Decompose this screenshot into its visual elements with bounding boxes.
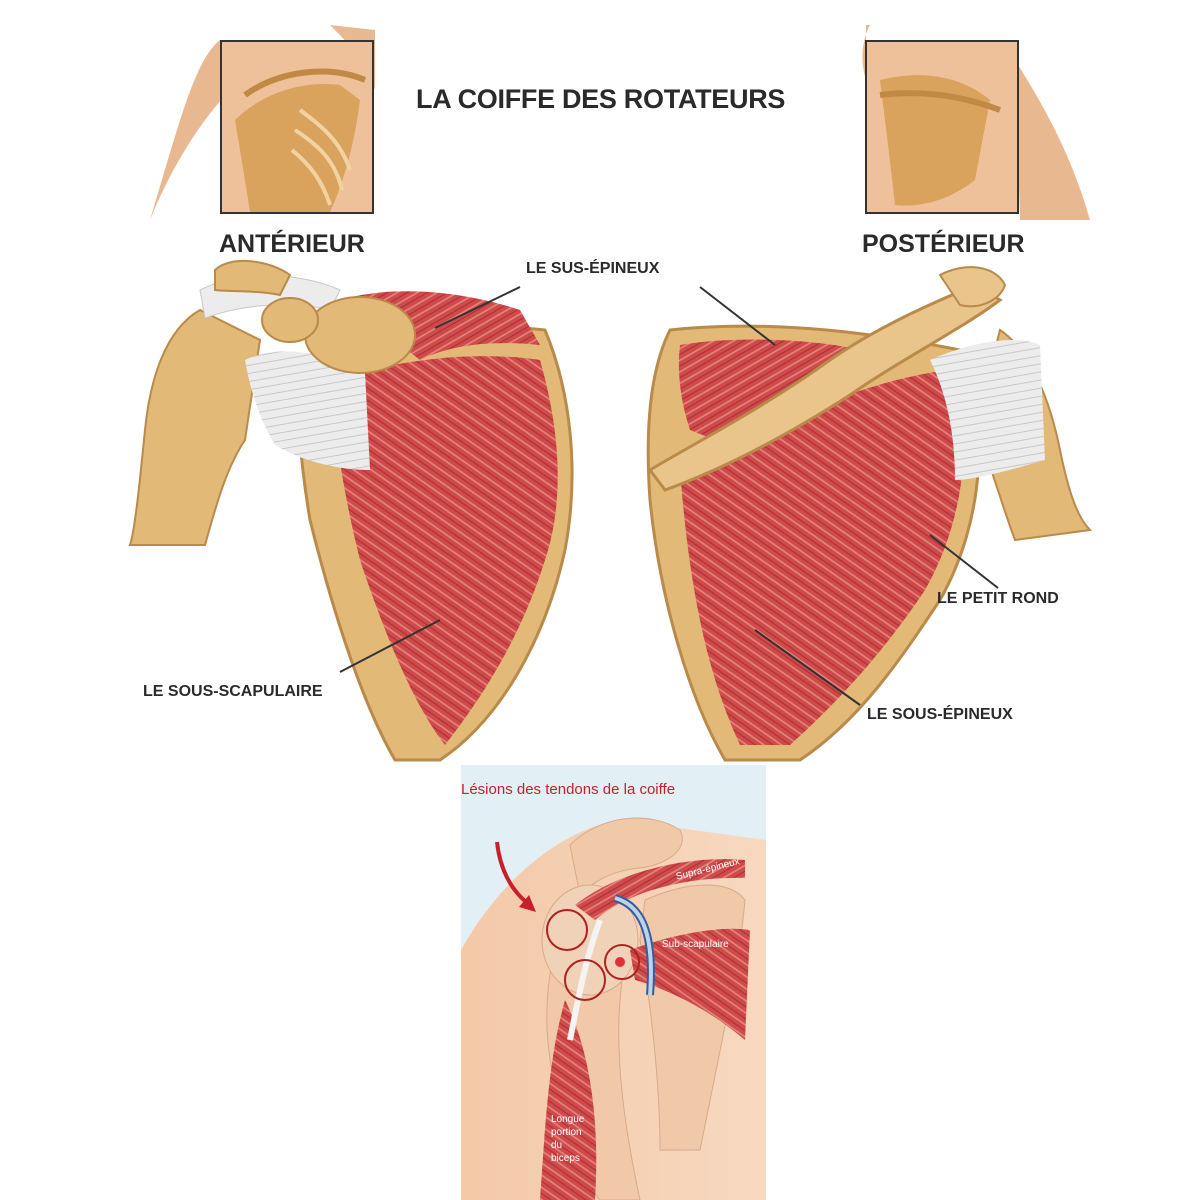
anterior-label: ANTÉRIEUR [219, 230, 365, 258]
inset-title: Lésions des tendons de la coiffe [461, 781, 676, 798]
leader-supra-left [434, 286, 521, 329]
inset-sub-label: Sub-scapulaire [662, 939, 729, 950]
supraspinatus-label: LE SUS-ÉPINEUX [526, 260, 660, 277]
posterior-thumbnail [862, 25, 1090, 220]
diagram-title: LA COIFFE DES ROTATEURS [416, 84, 786, 114]
subscapularis-label: LE SOUS-SCAPULAIRE [143, 683, 323, 700]
infraspinatus-label: LE SOUS-ÉPINEUX [867, 706, 1013, 723]
posterior-shoulder [646, 266, 1093, 762]
lesion-circle [564, 959, 606, 1001]
anterior-thumbnail [150, 25, 375, 220]
leader-subscap [339, 619, 441, 673]
inset-biceps-label: Longue portion du biceps [551, 1114, 585, 1164]
leader-lines [339, 286, 999, 706]
leader-teres [929, 534, 999, 589]
lesion-circle [604, 944, 640, 980]
leader-supra-right [699, 286, 776, 346]
anterior-shoulder [128, 259, 574, 762]
leader-infra [754, 629, 861, 706]
lesion-circle [546, 909, 588, 951]
inset-illustration [461, 765, 766, 1200]
posterior-label: POSTÉRIEUR [862, 230, 1025, 258]
teres-minor-label: LE PETIT ROND [937, 590, 1059, 607]
